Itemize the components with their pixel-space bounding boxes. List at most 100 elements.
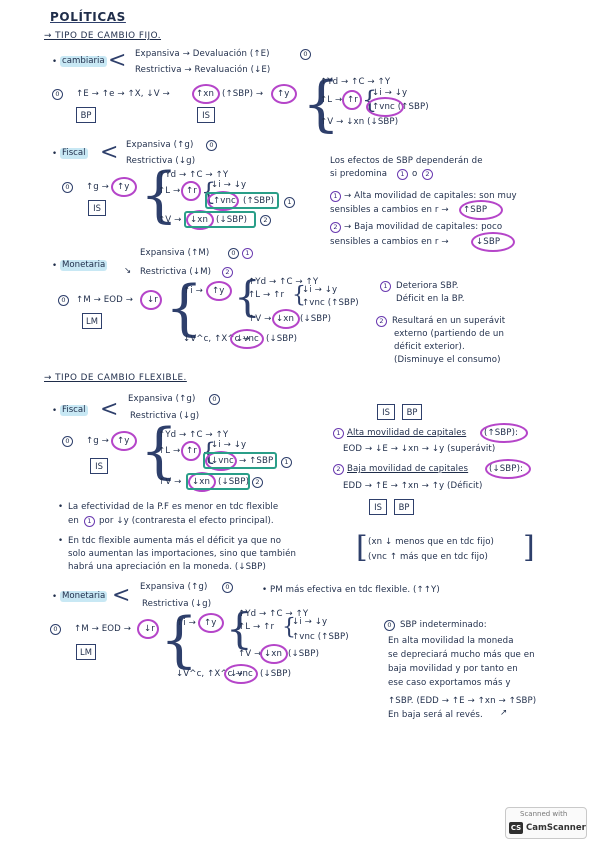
note-line: en bbox=[68, 516, 79, 526]
circle-mark bbox=[181, 441, 201, 461]
is-curve-box: IS bbox=[197, 107, 215, 123]
circled-one: 1 bbox=[284, 197, 295, 208]
circle-mark bbox=[230, 329, 264, 349]
bp-curve-box: BP bbox=[394, 499, 414, 515]
note-line: La efectividad de la P.F es menor en tdc… bbox=[68, 502, 279, 512]
sbp-note: baja movilidad y por tanto en bbox=[388, 664, 518, 674]
branch-icon: < bbox=[100, 397, 119, 422]
bp-curve-box: BP bbox=[76, 107, 96, 123]
circle-mark bbox=[111, 177, 137, 197]
circled-one: 1 bbox=[397, 169, 408, 180]
circled-zero: 0 bbox=[52, 89, 63, 100]
note-line: habrá una apreciación en la moneda. (↓SB… bbox=[68, 562, 266, 572]
effect-row: ↓V^c, ↑X^c → bbox=[176, 669, 243, 679]
effect-row: (↑SBP) bbox=[243, 196, 275, 206]
circled-zero: 0 bbox=[50, 624, 61, 635]
fiscal-note: Los efectos de SBP dependerán de bbox=[330, 156, 483, 166]
branch-icon: < bbox=[100, 140, 119, 165]
circle-mark bbox=[192, 84, 220, 104]
circled-two: 2 bbox=[333, 464, 344, 475]
note-line: por ↓y (contraresta el efecto principal)… bbox=[99, 516, 274, 526]
circle-mark bbox=[271, 84, 297, 104]
brace-icon: { bbox=[165, 273, 204, 343]
fiscal-restrictiva: Restrictiva (↓g) bbox=[126, 156, 196, 166]
is-curve-box: IS bbox=[88, 200, 106, 216]
circle-mark bbox=[111, 431, 137, 451]
brace-icon: { bbox=[292, 283, 306, 308]
bullet: • bbox=[52, 592, 58, 602]
circled-two: 2 bbox=[376, 316, 387, 327]
monetaria-i: ↑i → bbox=[176, 618, 196, 628]
section-heading-flexible: → TIPO DE CAMBIO FLEXIBLE. bbox=[44, 373, 187, 383]
effect-row: ↓i → ↓y bbox=[302, 285, 338, 295]
page-title: POLÍTICAS bbox=[50, 10, 126, 24]
effect-row: → ↑SBP bbox=[239, 456, 274, 466]
circle-mark bbox=[198, 613, 224, 633]
circled-one: 1 bbox=[333, 428, 344, 439]
camscanner-text: CamScanner bbox=[526, 823, 586, 833]
effect-row: ↑V → bbox=[158, 215, 182, 225]
circled-one: 1 bbox=[330, 191, 341, 202]
effect-row: ↓i → ↓y bbox=[211, 180, 247, 190]
circle-mark bbox=[342, 90, 362, 110]
fiscal-note: → Alta movilidad de capitales: son muy bbox=[344, 191, 517, 201]
is-curve-box: IS bbox=[90, 458, 108, 474]
effect-row: ↑Yd → ↑C → ↑Y bbox=[248, 277, 319, 287]
fiscal-note: sensibles a cambios en r → bbox=[330, 205, 449, 215]
circle-mark bbox=[485, 459, 531, 479]
bracket-icon: ] bbox=[523, 530, 535, 565]
circle-mark bbox=[366, 97, 404, 117]
monetaria-restrictiva: Restrictiva (↓M) bbox=[140, 267, 212, 277]
circled-zero: 0 bbox=[58, 295, 69, 306]
effect-row: ↓V^c, ↑X^c → bbox=[183, 334, 250, 344]
brace-icon: { bbox=[140, 416, 179, 486]
circled-zero: 0 bbox=[209, 394, 220, 405]
circle-mark bbox=[140, 290, 162, 310]
circled-zero: 0 bbox=[62, 436, 73, 447]
brace-icon: { bbox=[160, 605, 199, 675]
circle-mark bbox=[206, 281, 232, 301]
bp-curve-box: BP bbox=[402, 404, 422, 420]
effect-row: ↑Yd → ↑C → ↑Y bbox=[158, 430, 229, 440]
monetaria-chain: ↑M → EOD → bbox=[76, 295, 134, 305]
bracket-icon: [ bbox=[356, 530, 368, 565]
bracket-note: (vnc ↑ más que en tdc fijo) bbox=[368, 552, 488, 562]
sbp-note: ↑SBP. (EDD → ↑E → ↑xn → ↑SBP) bbox=[388, 696, 537, 706]
is-curve-box: IS bbox=[377, 404, 395, 420]
effect-row: ↑L → bbox=[158, 186, 181, 196]
circle-mark bbox=[260, 644, 288, 664]
circle-mark bbox=[224, 664, 258, 684]
pm-note: • PM más efectiva en tdc flexible. (↑↑Y) bbox=[262, 585, 440, 595]
circle-mark bbox=[272, 309, 300, 329]
effect-row: (↓SBP) bbox=[260, 669, 292, 679]
bullet: • bbox=[58, 502, 64, 512]
section-heading-fijo: → TIPO DE CAMBIO FIJO. bbox=[44, 31, 162, 41]
effect-row: ↑L → bbox=[320, 95, 343, 105]
fiscal-restrictiva: Restrictiva (↓g) bbox=[130, 411, 200, 421]
circled-zero: 0 bbox=[222, 582, 233, 593]
effect-row: ↓i → ↓y bbox=[292, 617, 328, 627]
monetaria-expansiva: Expansiva (↑g) bbox=[140, 582, 208, 592]
cambiaria-expansiva: Expansiva → Devaluación (↑E) bbox=[135, 49, 270, 59]
brace-icon: { bbox=[302, 69, 341, 139]
baja-chain: EDD → ↑E → ↑xn → ↑y (Déficit) bbox=[343, 481, 483, 491]
circled-two: 2 bbox=[422, 169, 433, 180]
fiscal-note: → Baja movilidad de capitales: poco bbox=[344, 222, 503, 232]
branch-arrow: ↘ bbox=[124, 266, 132, 276]
teal-box-mark bbox=[186, 473, 250, 490]
effect-row: ↑vnc (↑SBP) bbox=[302, 298, 359, 308]
circled-zero: 0 bbox=[62, 182, 73, 193]
camscanner-badge: Scanned with CS CamScanner bbox=[505, 807, 587, 839]
effect-row: ↓i → ↓y bbox=[372, 88, 408, 98]
fiscal-chain: ↑g → bbox=[86, 182, 109, 192]
circled-one: 1 bbox=[380, 281, 391, 292]
monetaria-expansiva: Expansiva (↑M) bbox=[140, 248, 210, 258]
circled-one: 1 bbox=[84, 516, 95, 527]
fiscal-note: o bbox=[412, 169, 418, 179]
monetaria-note: Resultará en un superávit bbox=[392, 316, 506, 326]
circled-zero: 0 bbox=[206, 140, 217, 151]
circled-zero: 0 bbox=[384, 620, 395, 631]
fiscal-label: Fiscal bbox=[60, 405, 88, 416]
bullet: • bbox=[52, 261, 58, 271]
circle-mark bbox=[459, 200, 503, 220]
